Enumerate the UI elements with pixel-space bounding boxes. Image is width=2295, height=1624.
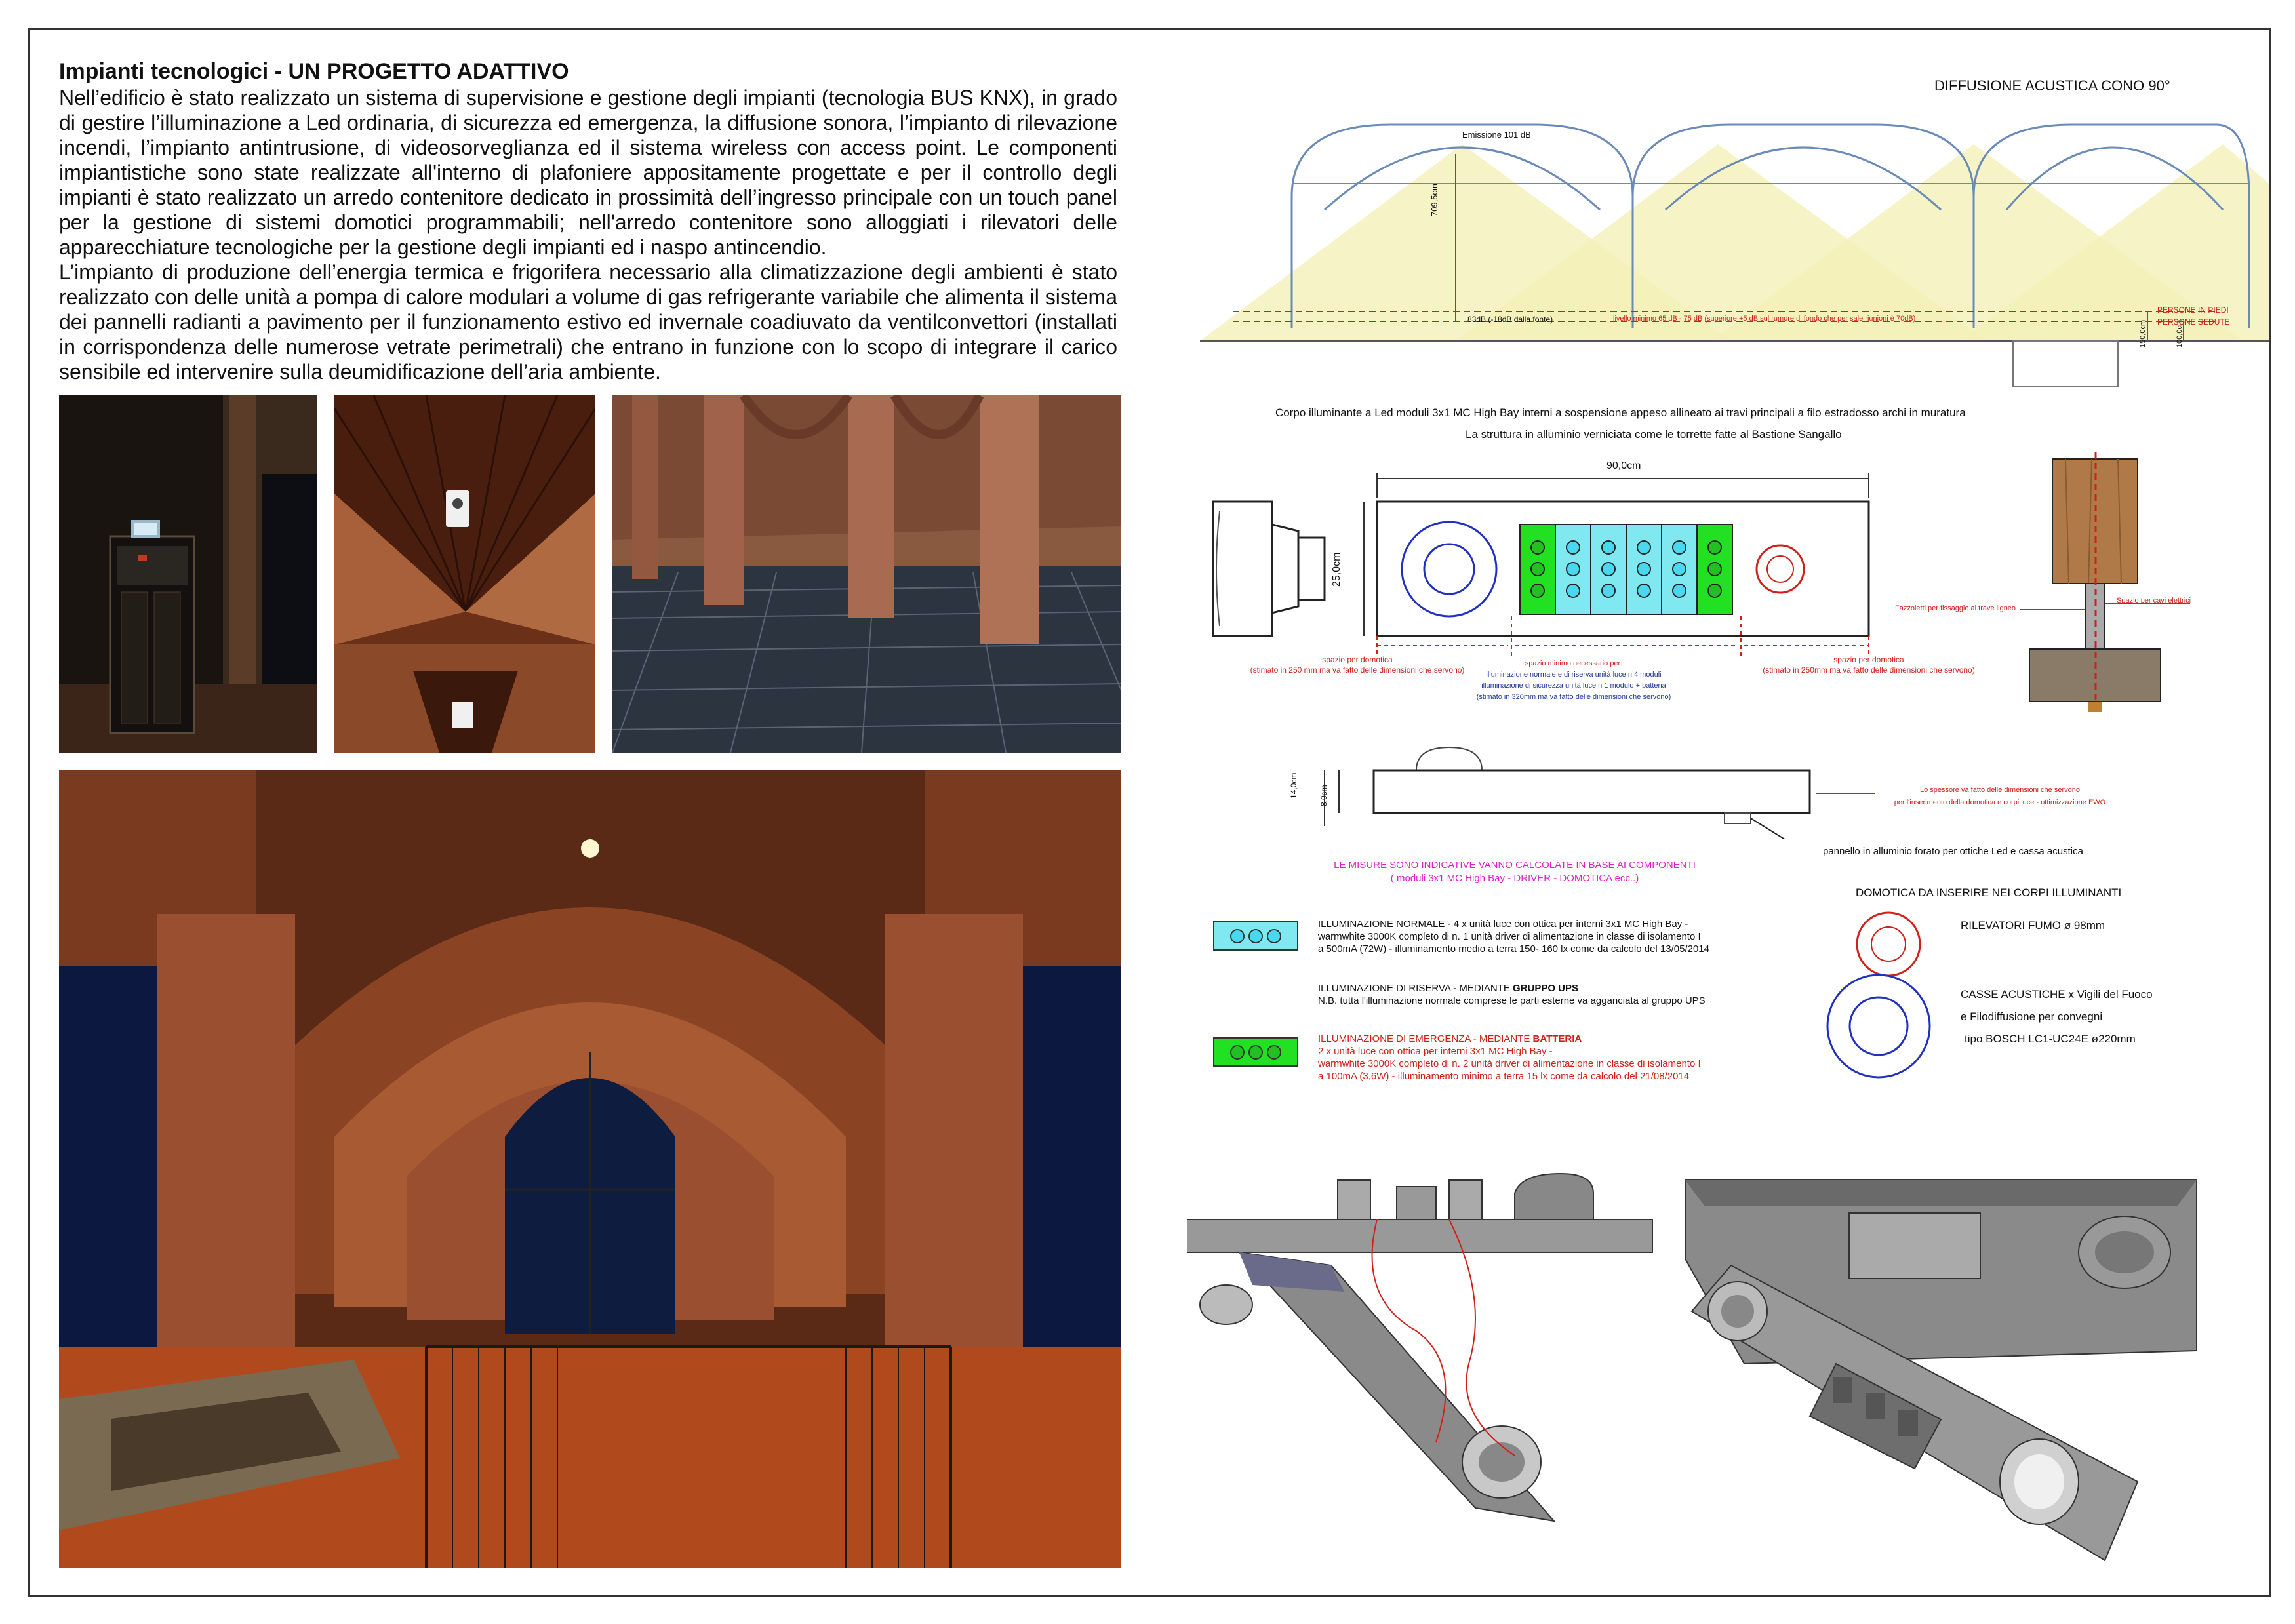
legend-normal-text: ILLUMINAZIONE NORMALE - 4 x unità luce c… xyxy=(1318,918,1709,955)
emissione-label: Emissione 101 dB xyxy=(1462,130,1531,140)
legend-emergency-3: warmwhite 3000K completo di n. 2 unità d… xyxy=(1318,1058,1701,1069)
smoke-detector-symbol xyxy=(1856,911,1921,977)
legend-riserva-2: N.B. tutta l'illuminazione normale compr… xyxy=(1318,995,1706,1006)
dim-150: 150,0cm xyxy=(2139,319,2147,347)
beam-note-right: Spazio per cavi elettrici xyxy=(2117,597,2191,604)
legend-dot xyxy=(1230,928,1245,943)
photo-ceiling-detail xyxy=(334,395,595,753)
legend-emergency-1: ILLUMINAZIONE DI EMERGENZA - MEDIANTE BA… xyxy=(1318,1033,1701,1045)
space-mid-1: spazio minimo necessario per: xyxy=(1525,660,1623,667)
section-height-dim: 709,5cm xyxy=(1429,184,1439,216)
plan-width-dim: 90,0cm xyxy=(1606,460,1641,471)
legend-swatch-normal xyxy=(1213,921,1298,951)
measures-note: LE MISURE SONO INDICATIVE VANNO CALCOLAT… xyxy=(1285,859,1744,885)
side-note-2: per l'inserimento della domotica e corpi… xyxy=(1894,799,2106,806)
legend-dot xyxy=(1248,928,1263,943)
measures-note-1: LE MISURE SONO INDICATIVE VANNO CALCOLAT… xyxy=(1334,860,1696,871)
space-right-label: spazio per domotica (stimato in 250mm ma… xyxy=(1757,654,1980,675)
caption-luminaire: Corpo illuminante a Led moduli 3x1 MC Hi… xyxy=(1275,406,1966,419)
measures-note-2: ( moduli 3x1 MC High Bay - DRIVER - DOMO… xyxy=(1390,873,1639,884)
legend-riserva-ups: GRUPPO UPS xyxy=(1513,983,1579,994)
legend-swatch-emergency xyxy=(1213,1037,1298,1067)
space-right-note: (stimato in 250mm ma va fatto delle dime… xyxy=(1763,665,1975,675)
persone-sedute-label: PERSONE SEDUTE xyxy=(2157,317,2230,327)
legend-emergency-prefix: ILLUMINAZIONE DI EMERGENZA - MEDIANTE xyxy=(1318,1033,1533,1044)
legend-dot xyxy=(1230,1044,1245,1060)
plan-height-dim: 25,0cm xyxy=(1331,552,1342,587)
legend-dot xyxy=(1248,1044,1263,1060)
space-left-title: spazio per domotica xyxy=(1322,655,1393,664)
luminaire-3d-render-open xyxy=(1187,1172,1653,1522)
section-diagram xyxy=(1200,123,2269,387)
legend-normal-1: ILLUMINAZIONE NORMALE - 4 x unità luce c… xyxy=(1318,919,1688,930)
legend-emergency-2: 2 x unità luce con ottica per interni 3x… xyxy=(1318,1046,1553,1057)
paragraph-2: L’impianto di produzione dell’energia te… xyxy=(59,260,1117,384)
speaker-symbol xyxy=(1826,974,1931,1079)
legend-emergency-batteria: BATTERIA xyxy=(1532,1033,1582,1044)
space-left-note: (stimato in 250 mm ma va fatto delle dim… xyxy=(1250,665,1465,675)
description-text: Nell’edificio è stato realizzato un sist… xyxy=(59,85,1117,384)
persone-piedi-label: PERSONE IN PIEDI xyxy=(2157,306,2229,315)
space-mid-3: illuminazione di sicurezza unità luce n … xyxy=(1481,682,1666,690)
domotica-casse-2: e Filodiffusione per convegni xyxy=(1961,1010,2103,1023)
domotica-title: DOMOTICA DA INSERIRE NEI CORPI ILLUMINAN… xyxy=(1856,886,2122,899)
side-dim-inner: 8,0cm xyxy=(1319,785,1328,806)
legend-normal-3: a 500mA (72W) - illuminamento medio a te… xyxy=(1318,943,1709,955)
space-right-title: spazio per domotica xyxy=(1833,655,1904,664)
page-title: Impianti tecnologici - UN PROGETTO ADATT… xyxy=(59,59,569,84)
side-note: Lo spessore va fatto delle dimensioni ch… xyxy=(1849,784,2151,809)
domotica-casse: CASSE ACUSTICHE x Vigili del Fuoco e Fil… xyxy=(1961,983,2153,1050)
space-left-label: spazio per domotica (stimato in 250 mm m… xyxy=(1226,654,1488,675)
legend-riserva-1: ILLUMINAZIONE DI RISERVA - MEDIANTE GRUP… xyxy=(1318,982,1706,995)
domotica-fumo: RILEVATORI FUMO ø 98mm xyxy=(1961,919,2105,932)
panel-note: pannello in alluminio forato per ottiche… xyxy=(1823,846,2083,857)
level-label: 83dB (-18dB dalla fonte) xyxy=(1467,315,1553,324)
legend-normal-2: warmwhite 3000K completo di n. 1 unità d… xyxy=(1318,931,1701,942)
side-dim-outer: 14,0cm xyxy=(1289,772,1298,799)
luminaire-side-view xyxy=(1324,746,1875,839)
beam-note-left: Fazzoletti per fissaggio al trave ligneo xyxy=(1895,604,2016,612)
paragraph-1: Nell’edificio è stato realizzato un sist… xyxy=(59,86,1117,259)
legend-emergency-text: ILLUMINAZIONE DI EMERGENZA - MEDIANTE BA… xyxy=(1318,1033,1701,1082)
luminaire-plan-drawing xyxy=(1212,473,1870,656)
side-note-1: Lo spessore va fatto delle dimensioni ch… xyxy=(1920,786,2080,794)
legend-riserva-prefix: ILLUMINAZIONE DI RISERVA - MEDIANTE xyxy=(1318,983,1513,994)
space-mid-label: spazio minimo necessario per: illuminazi… xyxy=(1469,658,1679,703)
luminaire-3d-render-panel xyxy=(1685,1179,2197,1562)
domotica-casse-3: tipo BOSCH LC1-UC24E ø220mm xyxy=(1965,1033,2136,1045)
level-note: livello minimo 65 dB - 75 dB (superiore … xyxy=(1613,315,1916,323)
space-mid-4: (stimato in 320mm ma va fatto delle dime… xyxy=(1476,693,1671,701)
dim-100: 100,0cm xyxy=(2176,319,2184,347)
legend-riserva-text: ILLUMINAZIONE DI RISERVA - MEDIANTE GRUP… xyxy=(1318,982,1706,1007)
section-title: DIFFUSIONE ACUSTICA CONO 90° xyxy=(1934,77,2170,94)
caption-structure: La struttura in alluminio verniciata com… xyxy=(1466,428,1842,441)
space-mid-2: illuminazione normale e di riserva unità… xyxy=(1486,671,1662,679)
legend-dot xyxy=(1267,1044,1281,1060)
domotica-casse-1: CASSE ACUSTICHE x Vigili del Fuoco xyxy=(1961,988,2153,1000)
photo-radiant-floor xyxy=(612,395,1121,753)
photo-main-hall xyxy=(59,770,1121,1568)
photo-control-cabinet xyxy=(59,395,317,753)
legend-emergency-4: a 100mA (3,6W) - illuminamento minimo a … xyxy=(1318,1071,1690,1082)
legend-dot xyxy=(1267,928,1281,943)
beam-suspension-detail xyxy=(2020,452,2190,712)
page-frame xyxy=(28,28,2271,1597)
